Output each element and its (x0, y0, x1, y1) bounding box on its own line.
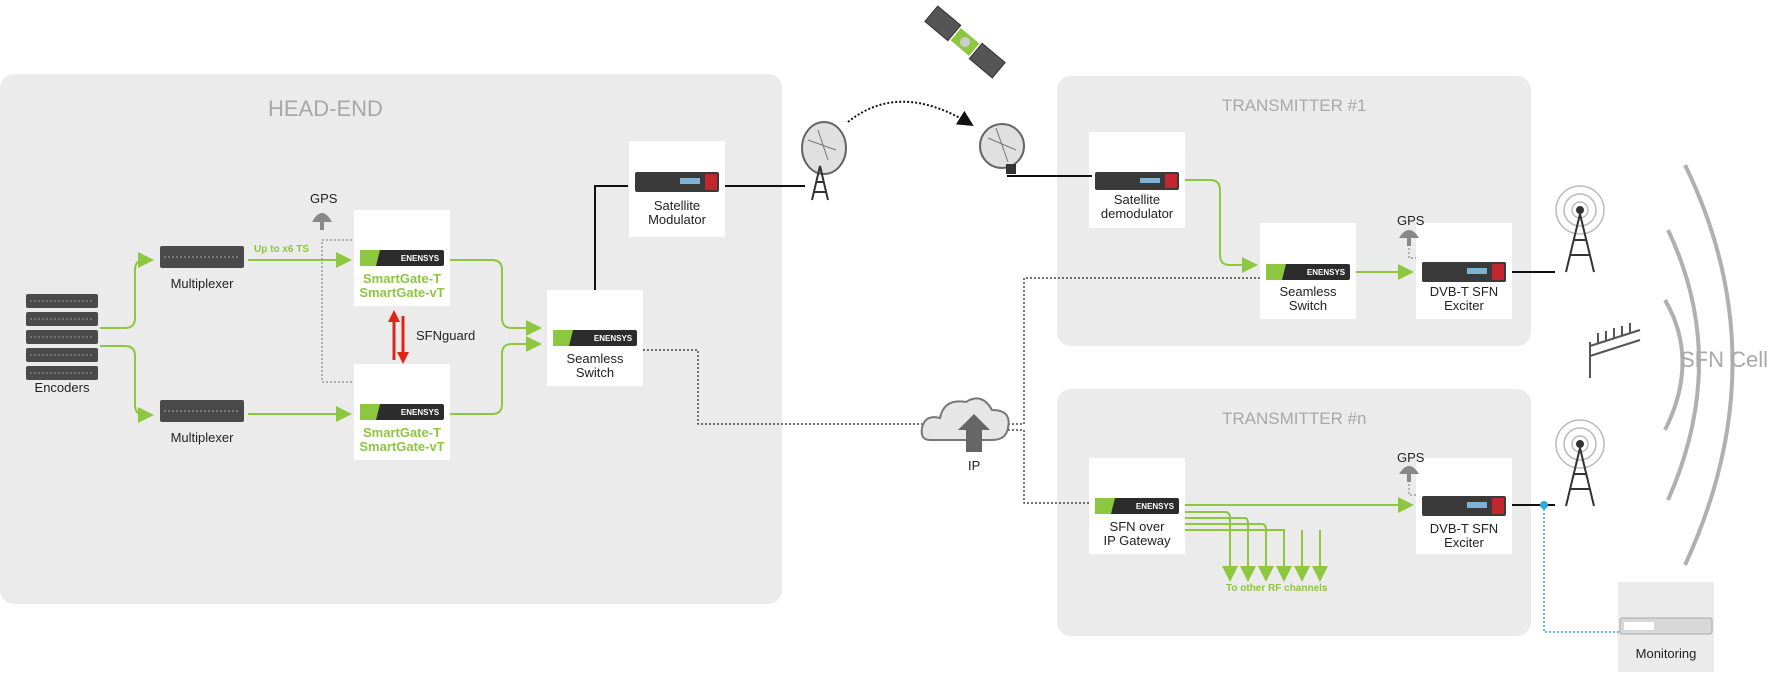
green-links (100, 179, 1414, 582)
dotted-links (321, 100, 1416, 504)
sfn-cell-arcs (1663, 164, 1735, 566)
seamless-switch-2-label-2: Switch (1288, 298, 1328, 313)
smartgate-2-label-1: SmartGate-T (362, 425, 442, 440)
gateway-label-2: IP Gateway (1103, 533, 1171, 548)
multiplexer-2-icon (160, 400, 244, 422)
sfn-cell-label: SFN Cell (1680, 347, 1769, 372)
sfnguard-arrows (388, 310, 409, 364)
yagi-antenna-icon (1589, 323, 1641, 378)
gps-txn-label: GPS (1397, 450, 1425, 465)
monitoring-device (1619, 617, 1713, 635)
brand-mark: ENENSYS (594, 334, 633, 343)
monitoring-tap (1540, 501, 1548, 509)
gps-txn-icon (1399, 466, 1419, 482)
satellite-demodulator-device (1095, 172, 1179, 190)
multiplexer-1-icon (160, 246, 244, 268)
up-to-ts-label: Up to x6 TS (254, 244, 310, 255)
exciter-2-label-1: DVB-T SFN (1429, 521, 1499, 536)
ip-label: IP (968, 458, 981, 473)
brand-mark: ENENSYS (401, 408, 440, 417)
uplink-dish-icon (801, 121, 847, 201)
gateway-label-1: SFN over (1109, 519, 1165, 534)
encoders-label: Encoders (34, 380, 90, 395)
tower-2-icon (1555, 419, 1605, 507)
gateway-device: ENENSYS (1095, 498, 1179, 514)
gps-tx1-label: GPS (1397, 213, 1425, 228)
encoders-icon (26, 294, 98, 380)
smartgate-1-device: ENENSYS (360, 250, 444, 266)
smartgate-1-label-2: SmartGate-vT (359, 285, 445, 300)
multiplexer-1-label: Multiplexer (170, 276, 234, 291)
headend-title: HEAD-END (268, 96, 383, 121)
exciter-2-label-2: Exciter (1444, 535, 1484, 550)
seamless-switch-device: ENENSYS (553, 330, 637, 346)
exciter-1-label-2: Exciter (1444, 298, 1484, 313)
tower-1-icon (1555, 185, 1605, 273)
exciter-1-label-1: DVB-T SFN (1429, 284, 1499, 299)
smartgate-2-device: ENENSYS (360, 404, 444, 420)
brand-mark: ENENSYS (1307, 268, 1346, 277)
gps-tx1-icon (1399, 230, 1419, 246)
smartgate-1-label-1: SmartGate-T (362, 271, 442, 286)
satellite-icon (924, 5, 1006, 79)
multiplexer-2-label: Multiplexer (170, 430, 234, 445)
transmitter-n-title: TRANSMITTER #n (1222, 409, 1367, 428)
black-links (594, 175, 1555, 506)
ip-cloud-icon (920, 397, 1010, 452)
exciter-1-device (1422, 262, 1506, 282)
seamless-switch-label-2: Switch (575, 365, 615, 380)
satellite-modulator-label-2: Modulator (648, 212, 706, 227)
satellite-demodulator-label-1: Satellite (1113, 192, 1161, 207)
seamless-switch-label-1: Seamless (566, 351, 624, 366)
rf-channels-label: To other RF channels (1226, 583, 1328, 594)
seamless-switch-2-device: ENENSYS (1266, 264, 1350, 280)
satellite-modulator-label-1: Satellite (653, 198, 701, 213)
monitoring-label: Monitoring (1635, 646, 1697, 661)
satellite-modulator-device (635, 172, 719, 192)
gps-headend-label: GPS (310, 191, 338, 206)
sfnguard-label: SFNguard (416, 328, 476, 343)
monitoring-link (1543, 505, 1620, 633)
gps-headend-icon (312, 213, 332, 230)
smartgate-2-label-2: SmartGate-vT (359, 439, 445, 454)
downlink-dish-icon (979, 123, 1025, 174)
brand-mark: ENENSYS (401, 254, 440, 263)
brand-mark: ENENSYS (1136, 502, 1175, 511)
satellite-demodulator-label-2: demodulator (1100, 206, 1174, 221)
exciter-2-device (1422, 496, 1506, 516)
transmitter-1-title: TRANSMITTER #1 (1222, 96, 1367, 115)
seamless-switch-2-label-1: Seamless (1279, 284, 1337, 299)
